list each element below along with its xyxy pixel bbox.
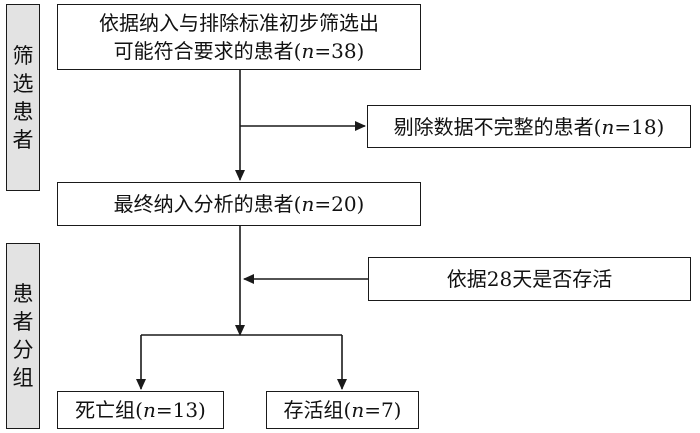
death-group-text: 死亡组(n=13) — [75, 398, 206, 422]
grouping-side-text: 患者分组 — [13, 280, 34, 392]
side-label-char: 者 — [12, 310, 34, 334]
initial-line-1: 依据纳入与排除标准初步筛选出 — [99, 11, 379, 35]
side-label-char: 患 — [12, 282, 34, 306]
screening-side-text: 筛选患者 — [13, 42, 34, 154]
side-label-char: 分 — [12, 338, 34, 362]
side-label-char: 选 — [12, 71, 34, 96]
grouping-side-label: 患者分组 — [6, 243, 40, 429]
side-label-char: 者 — [12, 127, 34, 152]
survival-group-box: 存活组(n=7) — [266, 391, 419, 429]
side-label-char: 组 — [12, 366, 34, 390]
screening-side-label: 筛选患者 — [6, 4, 40, 191]
survival-criterion-box: 依据28天是否存活 — [368, 257, 691, 301]
side-label-char: 筛 — [12, 43, 34, 68]
death-group-box: 死亡组(n=13) — [57, 391, 224, 429]
excluded-patients-box: 剔除数据不完整的患者(n=18) — [367, 105, 691, 148]
criterion-text: 依据28天是否存活 — [446, 267, 613, 291]
initial-screening-box: 依据纳入与排除标准初步筛选出 可能符合要求的患者(n=38) — [57, 4, 421, 70]
survival-group-text: 存活组(n=7) — [283, 398, 402, 422]
final-text: 最终纳入分析的患者(n=20) — [113, 192, 365, 216]
side-label-char: 患 — [12, 99, 34, 124]
excluded-text: 剔除数据不完整的患者(n=18) — [393, 114, 665, 139]
initial-line-2: 可能符合要求的患者(n=38) — [113, 39, 365, 63]
final-included-box: 最终纳入分析的患者(n=20) — [57, 182, 421, 226]
